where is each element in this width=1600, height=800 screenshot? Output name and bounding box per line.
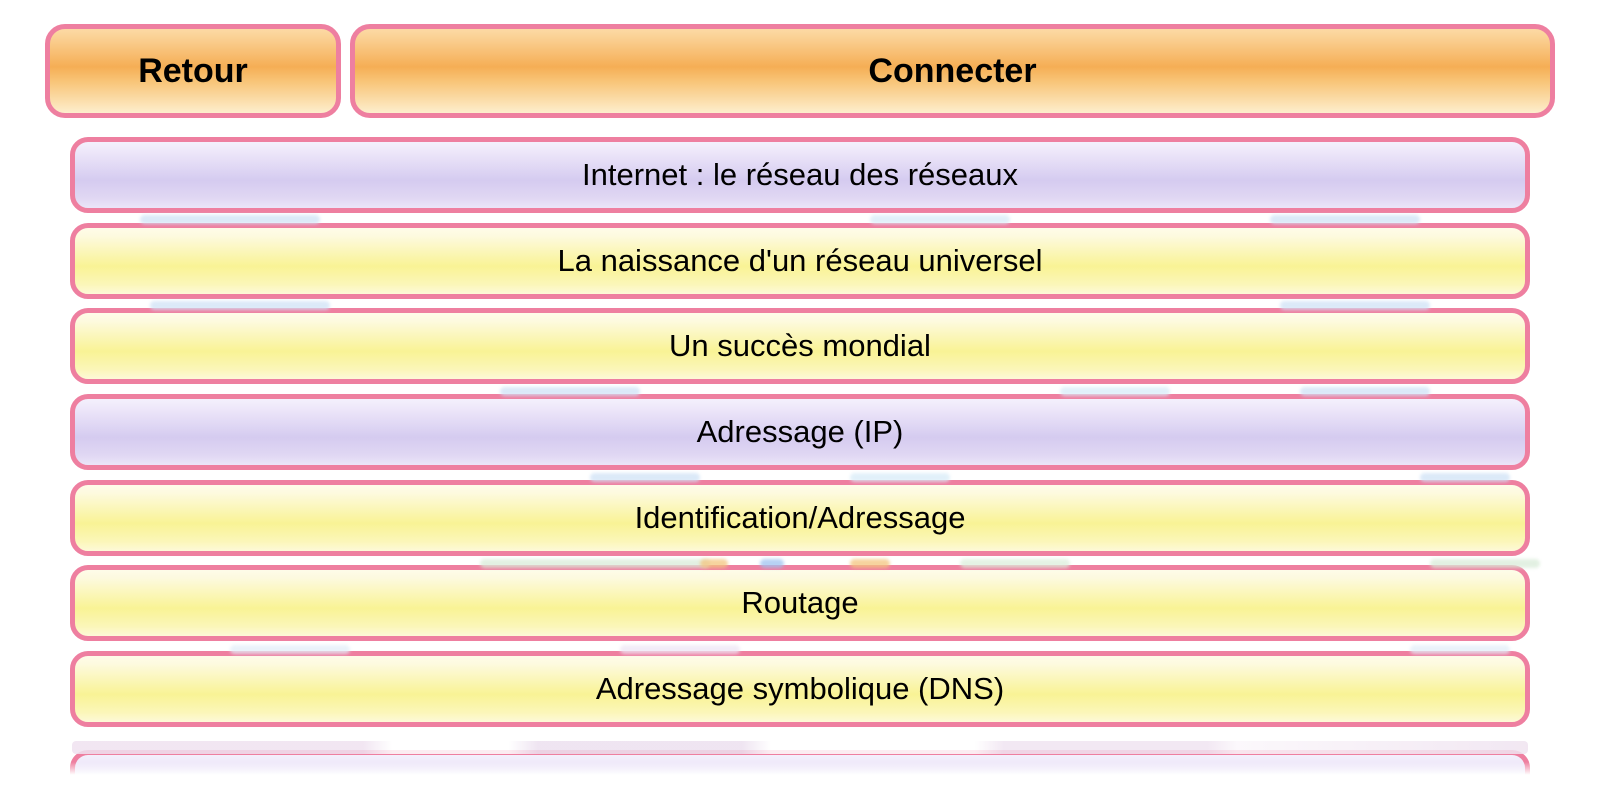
toolbar: Retour Connecter <box>45 24 1555 118</box>
menu-item[interactable]: Routage <box>70 565 1530 642</box>
menu-item[interactable]: Un succès mondial <box>70 308 1530 385</box>
menu-item-label: Identification/Adressage <box>634 499 966 535</box>
menu-list: Internet : le réseau des réseaux La nais… <box>70 137 1530 800</box>
menu-item[interactable]: Adressage (IP) <box>70 394 1530 471</box>
menu-item-label: Internet : le réseau des réseaux <box>582 157 1018 192</box>
menu-item-label: Adressage symbolique (DNS) <box>595 671 1005 707</box>
menu-item-label: Un succès mondial <box>669 328 931 364</box>
menu-item-label: La naissance d'un réseau universel <box>557 242 1043 278</box>
menu-item-partial[interactable] <box>70 749 1530 800</box>
connect-button[interactable]: Connecter <box>350 24 1555 118</box>
menu-item[interactable]: Adressage symbolique (DNS) <box>70 651 1530 728</box>
menu-item-label: Adressage (IP) <box>696 414 904 450</box>
menu-item[interactable]: La naissance d'un réseau universel <box>70 222 1530 299</box>
menu-item[interactable]: Internet : le réseau des réseaux <box>70 137 1530 213</box>
menu-item[interactable]: Identification/Adressage <box>70 479 1530 556</box>
menu-item-label: Routage <box>741 585 859 621</box>
back-button[interactable]: Retour <box>45 24 341 118</box>
